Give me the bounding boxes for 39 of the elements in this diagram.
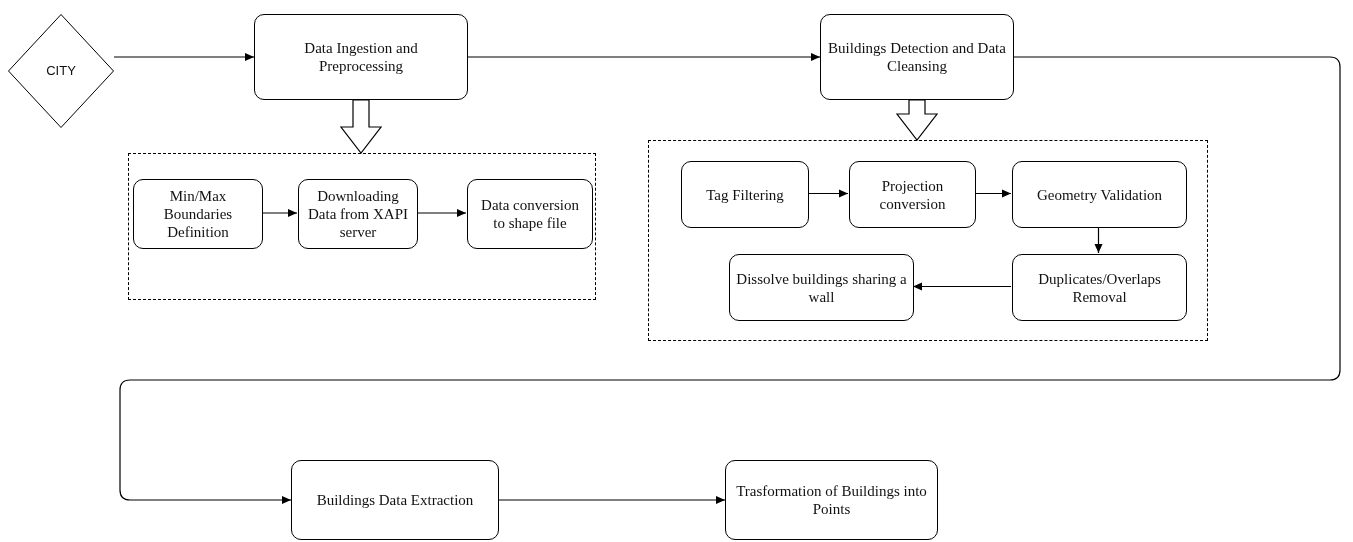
node-label: Trasformation of Buildings into Points [735,482,928,518]
process-box [298,179,418,249]
node-label: Downloading Data from XAPI server [307,187,409,241]
dashed-group-box [648,140,1208,341]
process-box [467,179,593,249]
node-label: Dissolve buildings sharing a wall [736,269,907,306]
arrow [119,56,1341,504]
process-box [1012,161,1187,228]
process-box [725,460,938,540]
process-box [820,14,1014,100]
arrow [974,189,1012,198]
process-box [254,14,468,100]
node-label: CITY [46,63,76,79]
node-label: Data conversion to shape file [480,196,580,232]
arrow [498,496,726,504]
node-label: Duplicates/Overlaps Removal [1037,269,1162,306]
block-arrow [339,99,383,154]
node-label: Data Ingestion and Preprocessing [303,39,419,75]
node-label: Projection conversion [878,176,947,213]
node-label: Geometry Validation [1036,185,1163,204]
node-label: Min/Max Boundaries Definition [162,187,234,241]
process-box [729,254,914,321]
arrow [113,53,255,61]
block-arrow [895,99,939,141]
arrow [912,282,1012,291]
node-label: Buildings Data Extraction [316,491,474,509]
arrow [416,209,467,217]
process-box [1012,254,1187,321]
arrow [467,53,821,61]
arrow [807,189,849,198]
arrow [261,209,298,217]
process-box [291,460,499,540]
arrow [1094,226,1103,254]
node-label: Buildings Detection and Data Cleansing [827,39,1007,75]
node-label: Tag Filtering [706,185,784,204]
dashed-group-box [128,153,596,300]
process-box [681,161,809,228]
process-box [133,179,263,249]
process-box [849,161,976,228]
